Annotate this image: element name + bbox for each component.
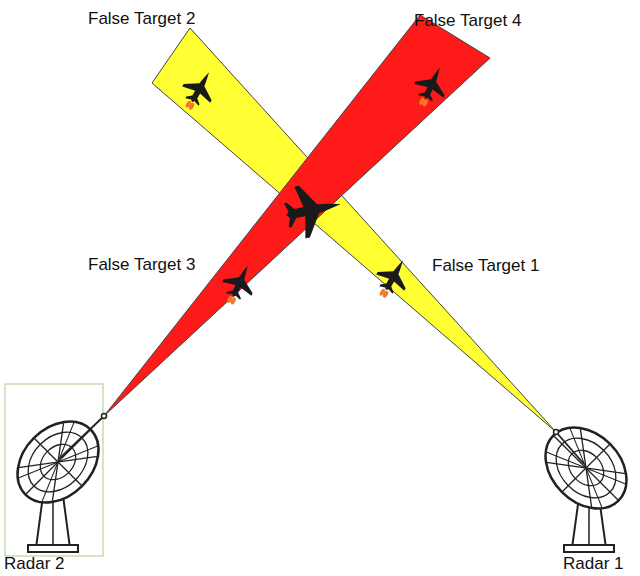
target-label: False Target 3 [88, 256, 195, 275]
radar1-beam [152, 28, 556, 432]
false-target-jet [215, 259, 262, 311]
real-target-jet [281, 178, 347, 241]
radar-label: Radar 2 [4, 555, 64, 574]
radar-dish [1, 405, 114, 552]
radar2-beam [104, 15, 490, 416]
false-target-jet [174, 64, 223, 116]
target-label: False Target 4 [414, 12, 521, 31]
target-label: False Target 2 [88, 10, 195, 29]
radar-label: Radar 1 [563, 555, 623, 574]
false-target-jet [407, 61, 454, 113]
false-target-jet [368, 252, 417, 304]
target-label: False Target 1 [432, 257, 539, 276]
radar-dish [529, 411, 640, 552]
